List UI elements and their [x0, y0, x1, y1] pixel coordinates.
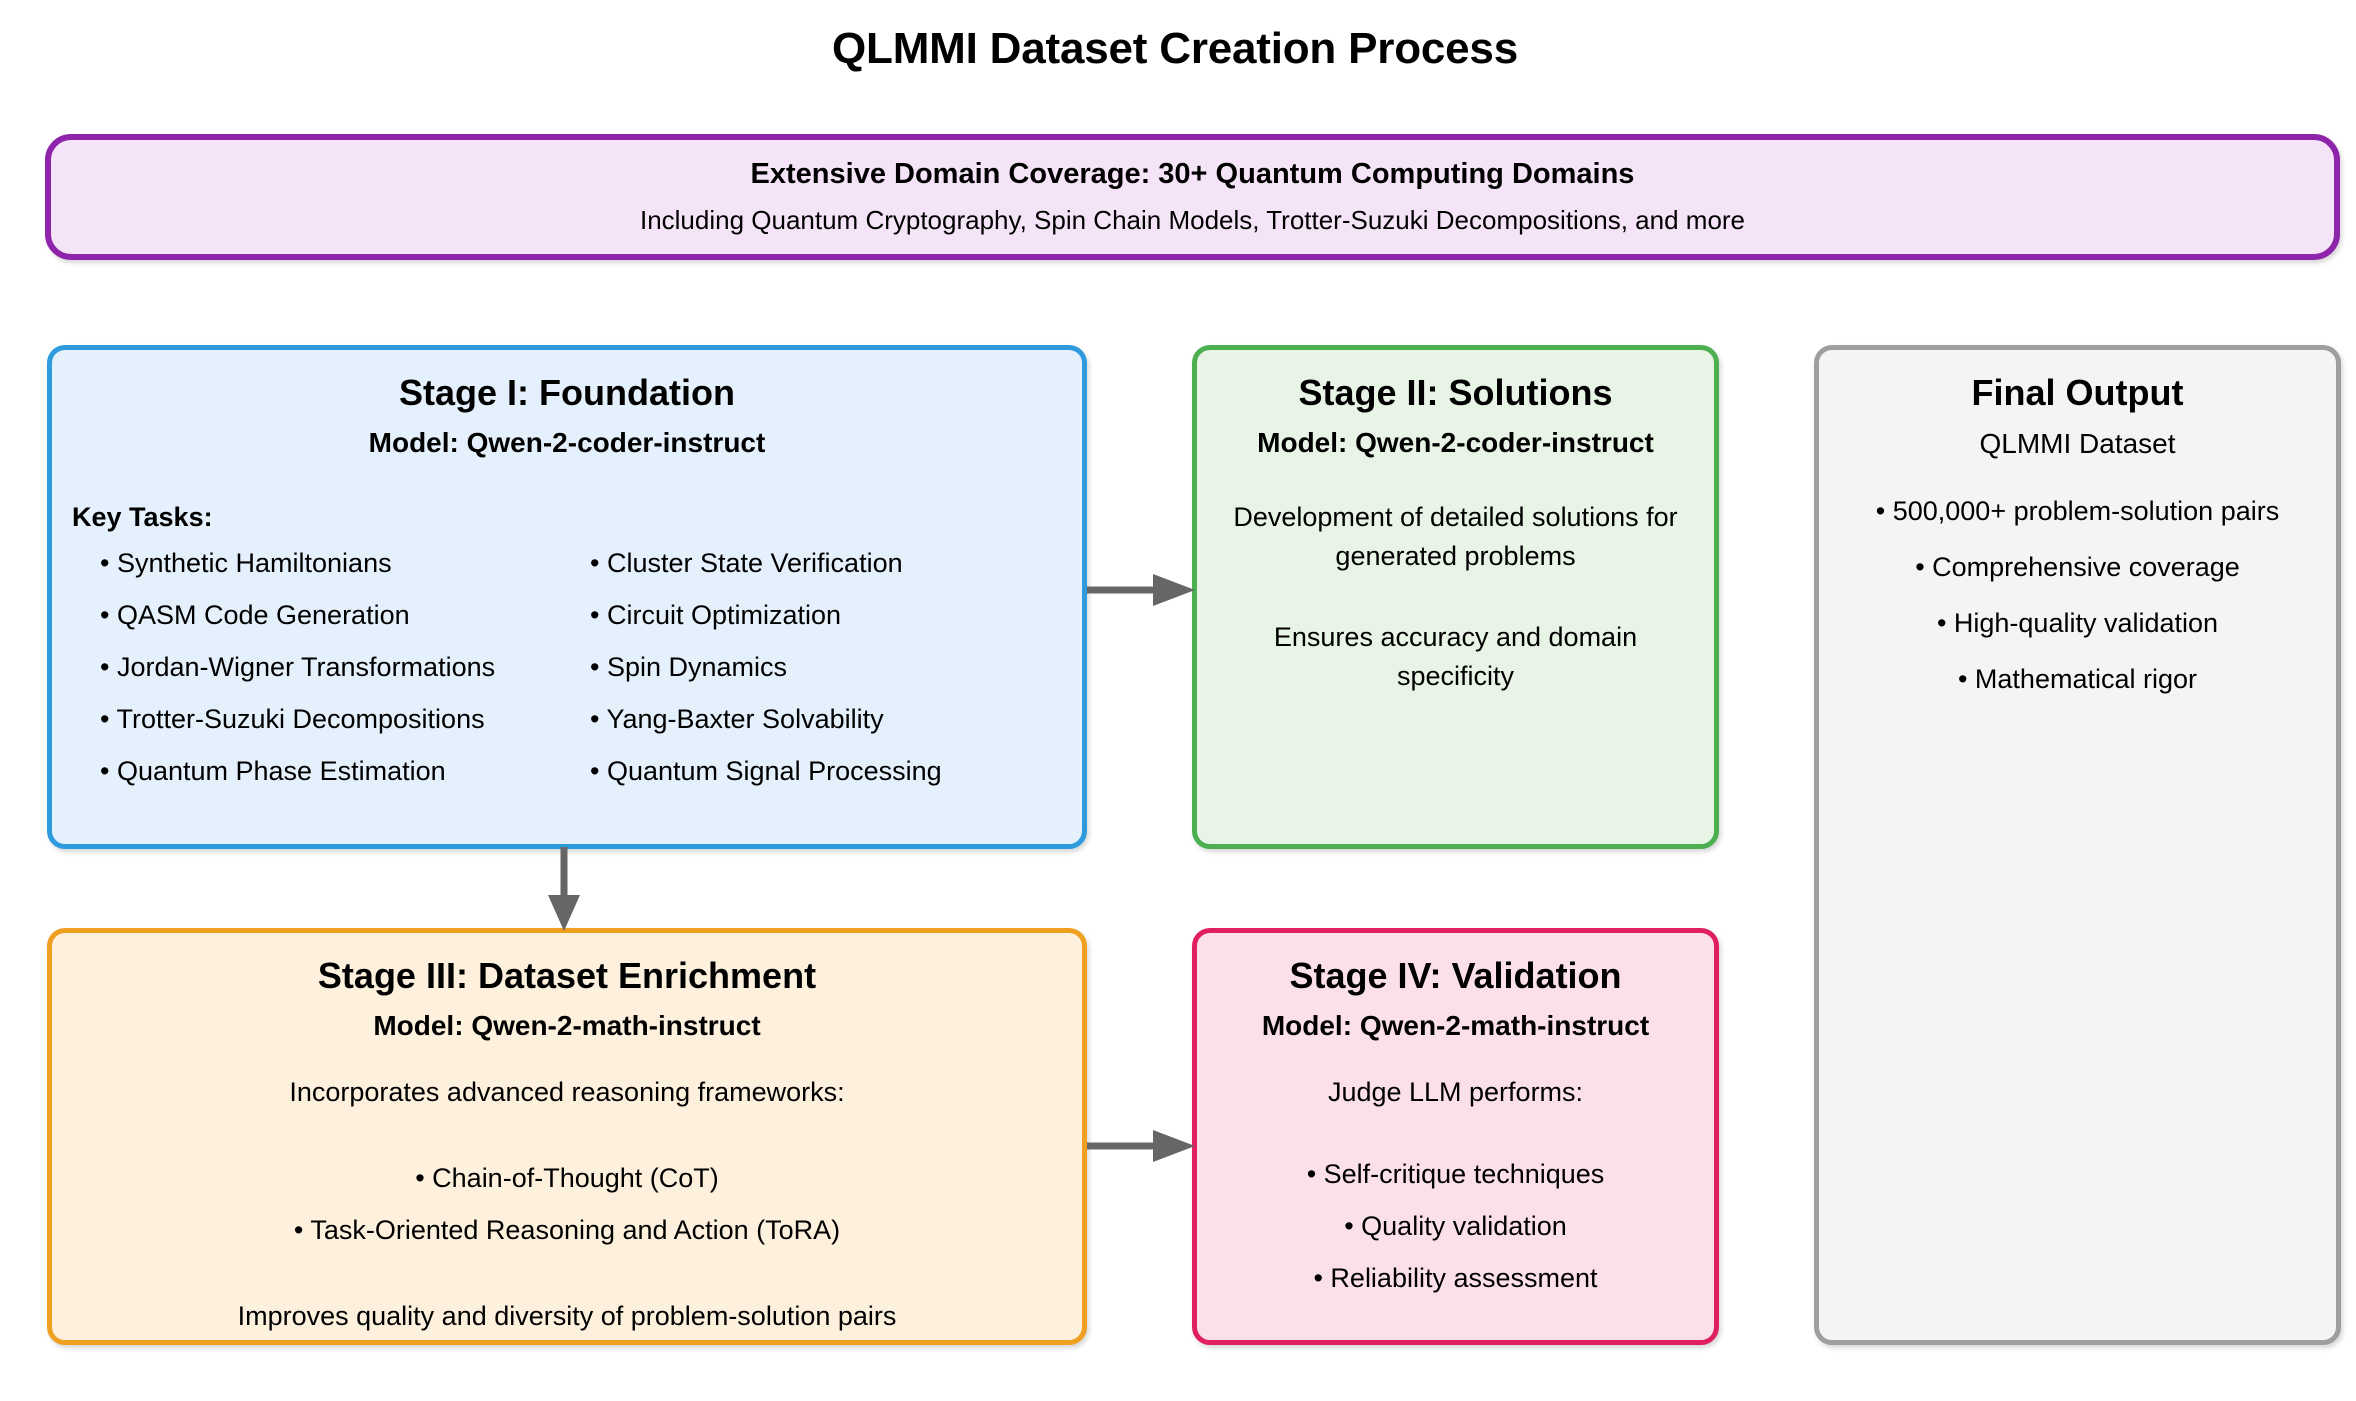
domain-coverage-banner: Extensive Domain Coverage: 30+ Quantum C…	[45, 134, 2340, 260]
stage-1-key-tasks-label: Key Tasks:	[72, 502, 213, 532]
final-output-bullets: • 500,000+ problem-solution pairs • Comp…	[1833, 498, 2322, 722]
stage-4-lead: Judge LLM performs:	[1327, 1077, 1584, 1107]
stage-2-content: Stage II: Solutions Model: Qwen-2-coder-…	[1197, 350, 1714, 844]
final-output-title: Final Output	[1971, 372, 2184, 413]
stage-1-tasks-right-column: • Cluster State Verification • Circuit O…	[582, 550, 1072, 810]
stage-2-body: Development of detailed solutions for ge…	[1213, 498, 1698, 697]
stage-1-title: Stage I: Foundation	[399, 372, 735, 413]
stage-1-foundation-box[interactable]: Stage I: Foundation Model: Qwen-2-coder-…	[47, 345, 1087, 849]
spacer	[68, 1131, 1066, 1165]
list-item: • Trotter-Suzuki Decompositions	[100, 704, 485, 734]
stage-4-model: Model: Qwen-2-math-instruct	[1261, 1010, 1650, 1042]
stage-4-content: Stage IV: Validation Model: Qwen-2-math-…	[1197, 933, 1714, 1340]
arrow-stage3-to-stage4-icon	[1087, 1130, 1195, 1162]
stage-3-footer: Improves quality and diversity of proble…	[237, 1301, 897, 1331]
list-item: • Quantum Phase Estimation	[100, 756, 446, 786]
spacer	[1213, 1131, 1698, 1161]
banner-subtitle: Including Quantum Cryptography, Spin Cha…	[639, 205, 1746, 236]
stage-3-content: Stage III: Dataset Enrichment Model: Qwe…	[52, 933, 1082, 1340]
list-item: • Spin Dynamics	[590, 652, 788, 682]
list-item: • Synthetic Hamiltonians	[100, 548, 392, 578]
arrow-stage1-to-stage2-icon	[1087, 574, 1195, 606]
list-item: • Mathematical rigor	[1957, 664, 2198, 694]
list-item: • Yang-Baxter Solvability	[590, 704, 884, 734]
paragraph: Development of detailed solutions for ge…	[1233, 502, 1678, 572]
page-title-text: QLMMI Dataset Creation Process	[832, 24, 1518, 73]
list-item: • Chain-of-Thought (CoT)	[415, 1163, 719, 1193]
list-item: • QASM Code Generation	[100, 600, 410, 630]
list-item: • Jordan-Wigner Transformations	[100, 652, 496, 682]
stage-1-content: Stage I: Foundation Model: Qwen-2-coder-…	[52, 350, 1082, 844]
banner-title: Extensive Domain Coverage: 30+ Quantum C…	[750, 157, 1635, 190]
list-item: • Cluster State Verification	[590, 548, 903, 578]
paragraph: Ensures accuracy and domain specificity	[1273, 622, 1638, 692]
arrow-stage1-to-stage3-icon	[548, 847, 580, 931]
stage-2-title: Stage II: Solutions	[1298, 372, 1613, 413]
stage-4-validation-box[interactable]: Stage IV: Validation Model: Qwen-2-math-…	[1192, 928, 1719, 1345]
stage-2-model: Model: Qwen-2-coder-instruct	[1257, 427, 1654, 459]
final-output-subtitle: QLMMI Dataset	[1979, 428, 2176, 460]
list-item: • Circuit Optimization	[590, 600, 842, 630]
stage-3-body: Incorporates advanced reasoning framewor…	[68, 1079, 1066, 1355]
list-item: • High-quality validation	[1936, 608, 2219, 638]
stage-3-lead: Incorporates advanced reasoning framewor…	[289, 1077, 845, 1107]
stage-4-title: Stage IV: Validation	[1289, 955, 1622, 996]
spacer	[68, 1269, 1066, 1303]
list-item: • Quantum Signal Processing	[590, 756, 942, 786]
stage-1-task-columns: • Synthetic Hamiltonians • QASM Code Gen…	[72, 550, 1072, 810]
stage-2-solutions-box[interactable]: Stage II: Solutions Model: Qwen-2-coder-…	[1192, 345, 1719, 849]
final-output-content: Final Output QLMMI Dataset • 500,000+ pr…	[1819, 350, 2336, 1340]
stage-3-model: Model: Qwen-2-math-instruct	[373, 1010, 761, 1042]
stage-1-model: Model: Qwen-2-coder-instruct	[368, 427, 766, 459]
page-title: QLMMI Dataset Creation Process	[0, 24, 2356, 74]
list-item: • Task-Oriented Reasoning and Action (To…	[293, 1215, 841, 1245]
stage-4-body: Judge LLM performs: • Self-critique tech…	[1213, 1079, 1698, 1317]
list-item: • Reliability assessment	[1313, 1263, 1598, 1293]
stage-3-dataset-enrichment-box[interactable]: Stage III: Dataset Enrichment Model: Qwe…	[47, 928, 1087, 1345]
stage-1-tasks-left-column: • Synthetic Hamiltonians • QASM Code Gen…	[72, 550, 582, 810]
list-item: • Self-critique techniques	[1306, 1159, 1605, 1189]
list-item: • Comprehensive coverage	[1915, 552, 2240, 582]
final-output-box[interactable]: Final Output QLMMI Dataset • 500,000+ pr…	[1814, 345, 2341, 1345]
stage-3-title: Stage III: Dataset Enrichment	[317, 955, 817, 996]
list-item: • Quality validation	[1344, 1211, 1567, 1241]
list-item: • 500,000+ problem-solution pairs	[1875, 496, 2280, 526]
